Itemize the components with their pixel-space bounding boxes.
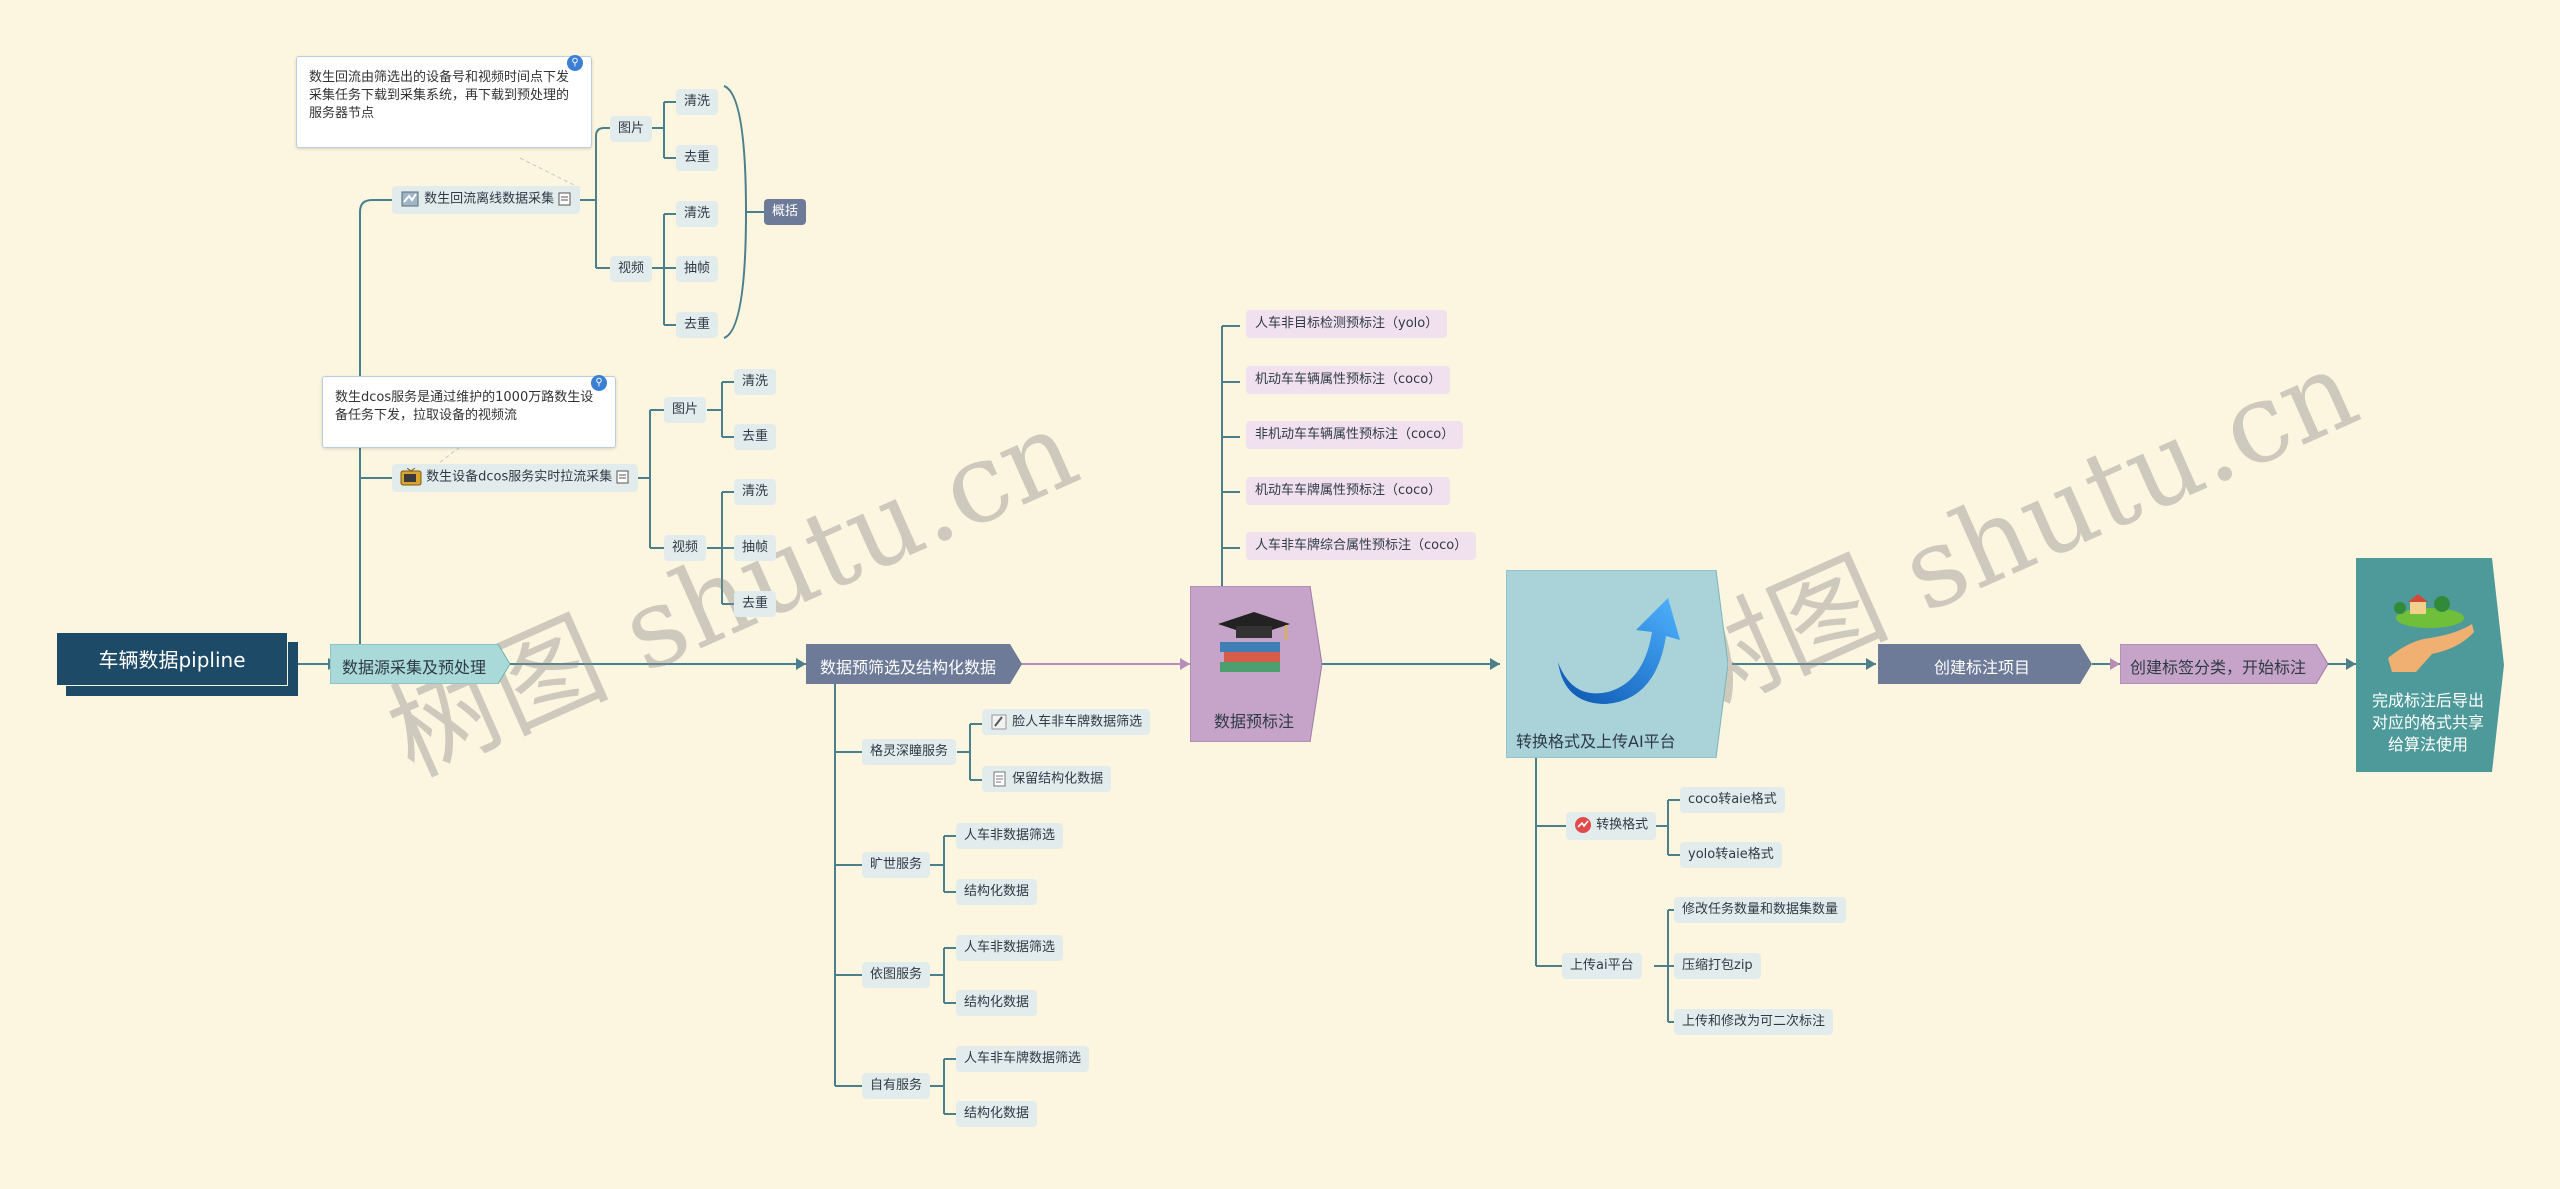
stage-convert-label: 转换格式及上传AI平台 [1516,732,1676,751]
note-icon [558,192,571,206]
stage-create-labels-shape [2119,643,2329,685]
service-item-label: 保留结构化数据 [1012,771,1104,787]
blue-arrow-icon [1558,598,1680,704]
branch-realtime-collect[interactable]: 数生设备dcos服务实时拉流采集 [392,464,639,492]
service-item[interactable]: 脸人车非车牌数据筛选 [982,709,1151,735]
preannotate-item[interactable]: 机动车车牌属性预标注（coco） [1246,477,1451,505]
stage-collect-label: 数据源采集及预处理 [342,658,487,677]
pin-icon: ⚲ [567,55,583,71]
bucket-icon [401,191,419,207]
chart-icon [1575,817,1591,833]
convert-item[interactable]: coco转aie格式 [1680,787,1785,813]
service-node[interactable]: 格灵深瞳服务 [862,739,957,765]
stage-create-project-label: 创建标注项目 [1934,658,2031,677]
pin-icon: ⚲ [591,375,607,391]
upload-item[interactable]: 上传和修改为可二次标注 [1674,1009,1834,1035]
service-item[interactable]: 结构化数据 [956,1101,1038,1127]
service-item[interactable]: 结构化数据 [956,879,1038,905]
branch-a-video[interactable]: 视频 [610,256,653,282]
stage-create-labels[interactable]: 创建标签分类，开始标注 [2119,643,2329,685]
branch-b-image[interactable]: 图片 [664,397,707,423]
stage-create-labels-label: 创建标签分类，开始标注 [2130,658,2307,677]
stage-preannotate-label: 数据预标注 [1214,712,1295,731]
branch-b-video-item[interactable]: 去重 [734,591,777,617]
stage-prefilter[interactable]: 数据预筛选及结构化数据 [806,644,1022,684]
branch-b-video-item[interactable]: 清洗 [734,479,777,505]
hand-earth-icon [2388,594,2474,672]
preannotate-item[interactable]: 非机动车车辆属性预标注（coco） [1246,421,1464,449]
preannotate-item[interactable]: 人车非目标检测预标注（yolo） [1246,310,1448,338]
branch-b-video-item[interactable]: 抽帧 [734,535,777,561]
upload-node[interactable]: 上传ai平台 [1562,953,1642,979]
note-icon [616,470,629,484]
stage-prefilter-shape [806,644,1022,684]
stage-convert-upload[interactable]: 转换格式及上传AI平台 [1505,569,1729,759]
branch-a-video-item[interactable]: 清洗 [676,201,719,227]
summary-node[interactable]: 概括 [764,199,807,225]
stage-prefilter-label: 数据预筛选及结构化数据 [820,658,997,677]
preannotate-item[interactable]: 人车非车牌综合属性预标注（coco） [1246,532,1477,560]
branch-realtime-label: 数生设备dcos服务实时拉流采集 [426,469,613,485]
branch-a-image[interactable]: 图片 [610,116,653,142]
service-item[interactable]: 人车非数据筛选 [956,823,1064,849]
service-node[interactable]: 旷世服务 [862,852,931,878]
branch-b-image-item[interactable]: 清洗 [734,369,777,395]
branch-a-video-item[interactable]: 抽帧 [676,256,719,282]
upload-item[interactable]: 修改任务数量和数据集数量 [1674,897,1847,923]
note-b: ⚲ 数生dcos服务是通过维护的1000万路数生设备任务下发，拉取设备的视频流 [322,375,616,448]
root-label: 车辆数据pipline [56,632,288,686]
branch-offline-label: 数生回流离线数据采集 [424,191,555,207]
service-item[interactable]: 人车非车牌数据筛选 [956,1046,1090,1072]
service-node[interactable]: 自有服务 [862,1073,931,1099]
stage-export-label: 完成标注后导出对应的格式共享给算法使用 [2371,691,2484,754]
convert-item[interactable]: yolo转aie格式 [1680,842,1782,868]
stage-collect-shape [329,643,511,685]
service-item[interactable]: 结构化数据 [956,990,1038,1016]
branch-a-image-item[interactable]: 去重 [676,145,719,171]
document-icon [993,771,1006,787]
graduation-books-icon [1218,612,1290,672]
stage-create-project-shape [1878,644,2092,684]
pencil-icon [991,714,1007,730]
note-a: ⚲ 数生回流由筛选出的设备号和视频时间点下发采集任务下载到采集系统，再下载到预处… [296,55,592,148]
service-node[interactable]: 依图服务 [862,962,931,988]
convert-label: 转换格式 [1596,817,1649,833]
branch-b-image-item[interactable]: 去重 [734,424,777,450]
note-b-text: 数生dcos服务是通过维护的1000万路数生设备任务下发，拉取设备的视频流 [335,390,594,423]
convert-node[interactable]: 转换格式 [1566,812,1657,840]
stage-export-shape [2356,558,2504,772]
stage-export[interactable]: 完成标注后导出对应的格式共享给算法使用 [2356,558,2504,772]
branch-b-video[interactable]: 视频 [664,535,707,561]
preannotate-item[interactable]: 机动车车辆属性预标注（coco） [1246,366,1451,394]
upload-item[interactable]: 压缩打包zip [1674,953,1761,979]
service-item[interactable]: 保留结构化数据 [982,766,1112,792]
tv-icon [400,468,422,486]
service-item-label: 脸人车非车牌数据筛选 [1012,714,1143,730]
branch-offline-collect[interactable]: 数生回流离线数据采集 [392,186,581,214]
root-node[interactable]: 车辆数据pipline [56,632,300,696]
stage-collect[interactable]: 数据源采集及预处理 [329,643,511,685]
note-a-text: 数生回流由筛选出的设备号和视频时间点下发采集任务下载到采集系统，再下载到预处理的… [309,70,570,121]
branch-a-image-item[interactable]: 清洗 [676,89,719,115]
branch-a-video-item[interactable]: 去重 [676,312,719,338]
stage-create-project[interactable]: 创建标注项目 [1878,644,2092,684]
service-item[interactable]: 人车非数据筛选 [956,935,1064,961]
stage-preannotate[interactable]: 数据预标注 [1189,585,1323,743]
